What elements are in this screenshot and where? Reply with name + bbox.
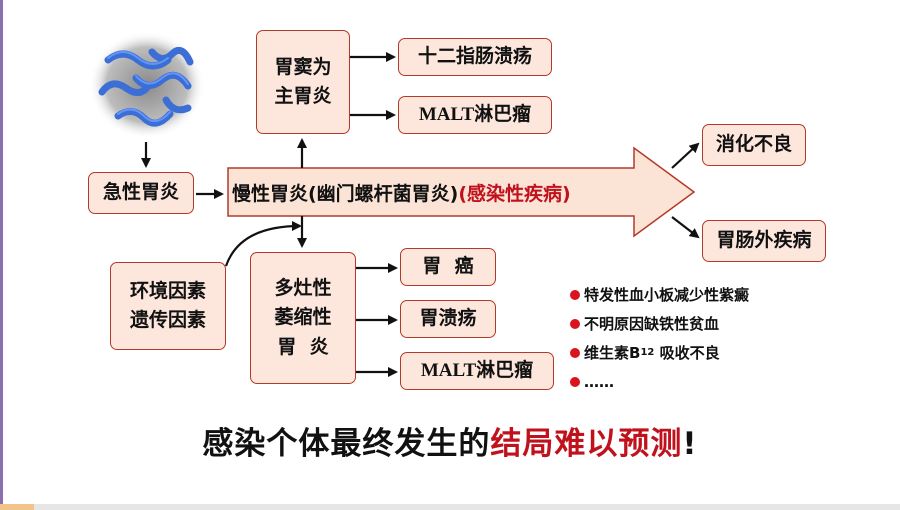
- bottom-bar-accent: [0, 504, 34, 510]
- b12-subscript: 12: [640, 347, 655, 358]
- duodenal-ulcer-box: 十二指肠溃疡: [398, 38, 552, 76]
- arrow-chronic-to-extragastric: [671, 216, 700, 239]
- gastric-cancer-label: 胃 癌: [422, 255, 474, 278]
- conclusion-prefix: 感染个体最终发生的: [202, 426, 491, 462]
- antral-line1: 胃窦为: [274, 55, 332, 78]
- gastric-ulcer-label: 胃溃疡: [419, 307, 477, 330]
- b12-suffix: 吸收不良: [654, 344, 720, 362]
- chronic-gastritis-main: 慢性胃炎(幽门螺杆菌胃炎): [232, 182, 459, 205]
- arrow-factors-to-chronic: [224, 221, 302, 267]
- arrow-chronic-to-dyspepsia: [671, 142, 700, 169]
- chronic-arrow-shape: [227, 146, 696, 238]
- helicobacter-image: [89, 31, 205, 139]
- atrophic-gastritis-box: 多灶性 萎缩性 胃 炎: [250, 252, 356, 384]
- gastric-cancer-box: 胃 癌: [400, 248, 496, 286]
- extragastric-disease-box: 胃肠外疾病: [702, 220, 826, 262]
- antral-gastritis-box: 胃窦为 主胃炎: [256, 30, 350, 134]
- gastric-ulcer-box: 胃溃疡: [400, 300, 496, 338]
- factors-box: 环境因素 遗传因素: [110, 262, 226, 350]
- dyspepsia-label: 消化不良: [715, 133, 792, 156]
- list-item: ……: [570, 367, 749, 396]
- ida-label: 不明原因缺铁性贫血: [584, 315, 720, 333]
- malt-lymphoma-top-box: MALT淋巴瘤: [398, 96, 552, 134]
- antral-line2: 主胃炎: [274, 85, 332, 107]
- bullet-dot-icon: [570, 376, 580, 387]
- malt-lymphoma-bottom-label: MALT淋巴瘤: [420, 360, 534, 382]
- b12-prefix: 维生素B: [584, 344, 641, 362]
- bullet-dot-icon: [570, 289, 580, 300]
- duodenal-ulcer-label: 十二指肠溃疡: [417, 45, 532, 68]
- extragastric-disease-label: 胃肠外疾病: [716, 229, 812, 252]
- list-item: 特发性血小板减少性紫癜: [570, 280, 749, 309]
- malt-lymphoma-bottom-box: MALT淋巴瘤: [400, 352, 554, 390]
- infectious-disease-tag: (感染性疾病): [458, 182, 571, 205]
- malt-lymphoma-top-label: MALT淋巴瘤: [418, 104, 532, 126]
- conclusion-suffix: !: [682, 426, 698, 462]
- bullet-dot-icon: [570, 347, 580, 358]
- left-accent-bar: [0, 0, 3, 510]
- acute-gastritis-label: 急性胃炎: [102, 181, 179, 204]
- bullet-dot-icon: [570, 318, 580, 329]
- acute-gastritis-box: 急性胃炎: [88, 172, 194, 214]
- atrophic-line3: 胃 炎: [277, 335, 329, 358]
- factors-line2: 遗传因素: [129, 309, 206, 331]
- bottom-bar: [0, 504, 900, 510]
- conclusion-text: 感染个体最终发生的结局难以预测!: [0, 418, 900, 463]
- ellipsis-label: ……: [584, 372, 614, 391]
- atrophic-line1: 多灶性: [274, 276, 332, 299]
- itp-label: 特发性血小板减少性紫癜: [584, 286, 750, 304]
- factors-line1: 环境因素: [129, 279, 206, 302]
- atrophic-line2: 萎缩性: [274, 306, 332, 329]
- chronic-gastritis-label: 慢性胃炎(幽门螺杆菌胃炎) (感染性疾病): [232, 170, 571, 214]
- list-item: 不明原因缺铁性贫血: [570, 309, 749, 338]
- dyspepsia-box: 消化不良: [702, 124, 806, 166]
- conclusion-highlight: 结局难以预测: [490, 426, 683, 462]
